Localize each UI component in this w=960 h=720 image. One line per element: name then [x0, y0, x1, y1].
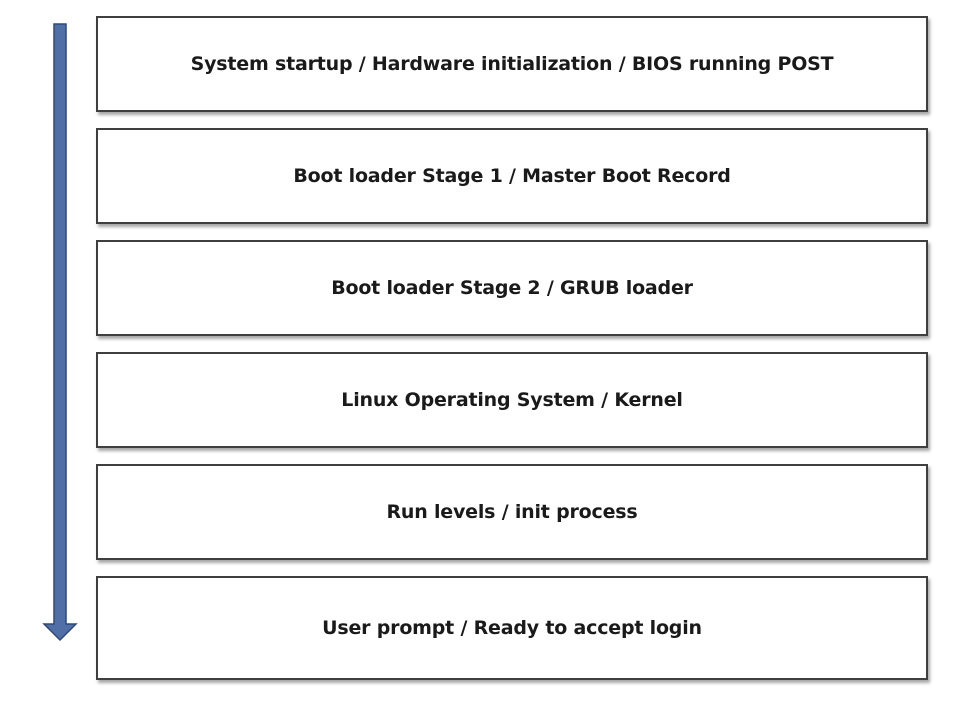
flow-down-arrow-icon	[42, 23, 78, 642]
stage-box-kernel: Linux Operating System / Kernel	[96, 352, 928, 448]
stage-box-init: Run levels / init process	[96, 464, 928, 560]
arrow-shape	[42, 23, 78, 642]
stage-label: User prompt / Ready to accept login	[322, 617, 702, 639]
stage-label: Run levels / init process	[386, 501, 638, 523]
stage-label: Boot loader Stage 2 / GRUB loader	[331, 277, 693, 299]
stage-box-login: User prompt / Ready to accept login	[96, 576, 928, 680]
stage-box-bios-post: System startup / Hardware initialization…	[96, 16, 928, 112]
stage-box-grub: Boot loader Stage 2 / GRUB loader	[96, 240, 928, 336]
stage-label: Linux Operating System / Kernel	[341, 389, 683, 411]
stage-label: System startup / Hardware initialization…	[190, 53, 834, 75]
stage-box-mbr: Boot loader Stage 1 / Master Boot Record	[96, 128, 928, 224]
stage-label: Boot loader Stage 1 / Master Boot Record	[293, 165, 731, 187]
